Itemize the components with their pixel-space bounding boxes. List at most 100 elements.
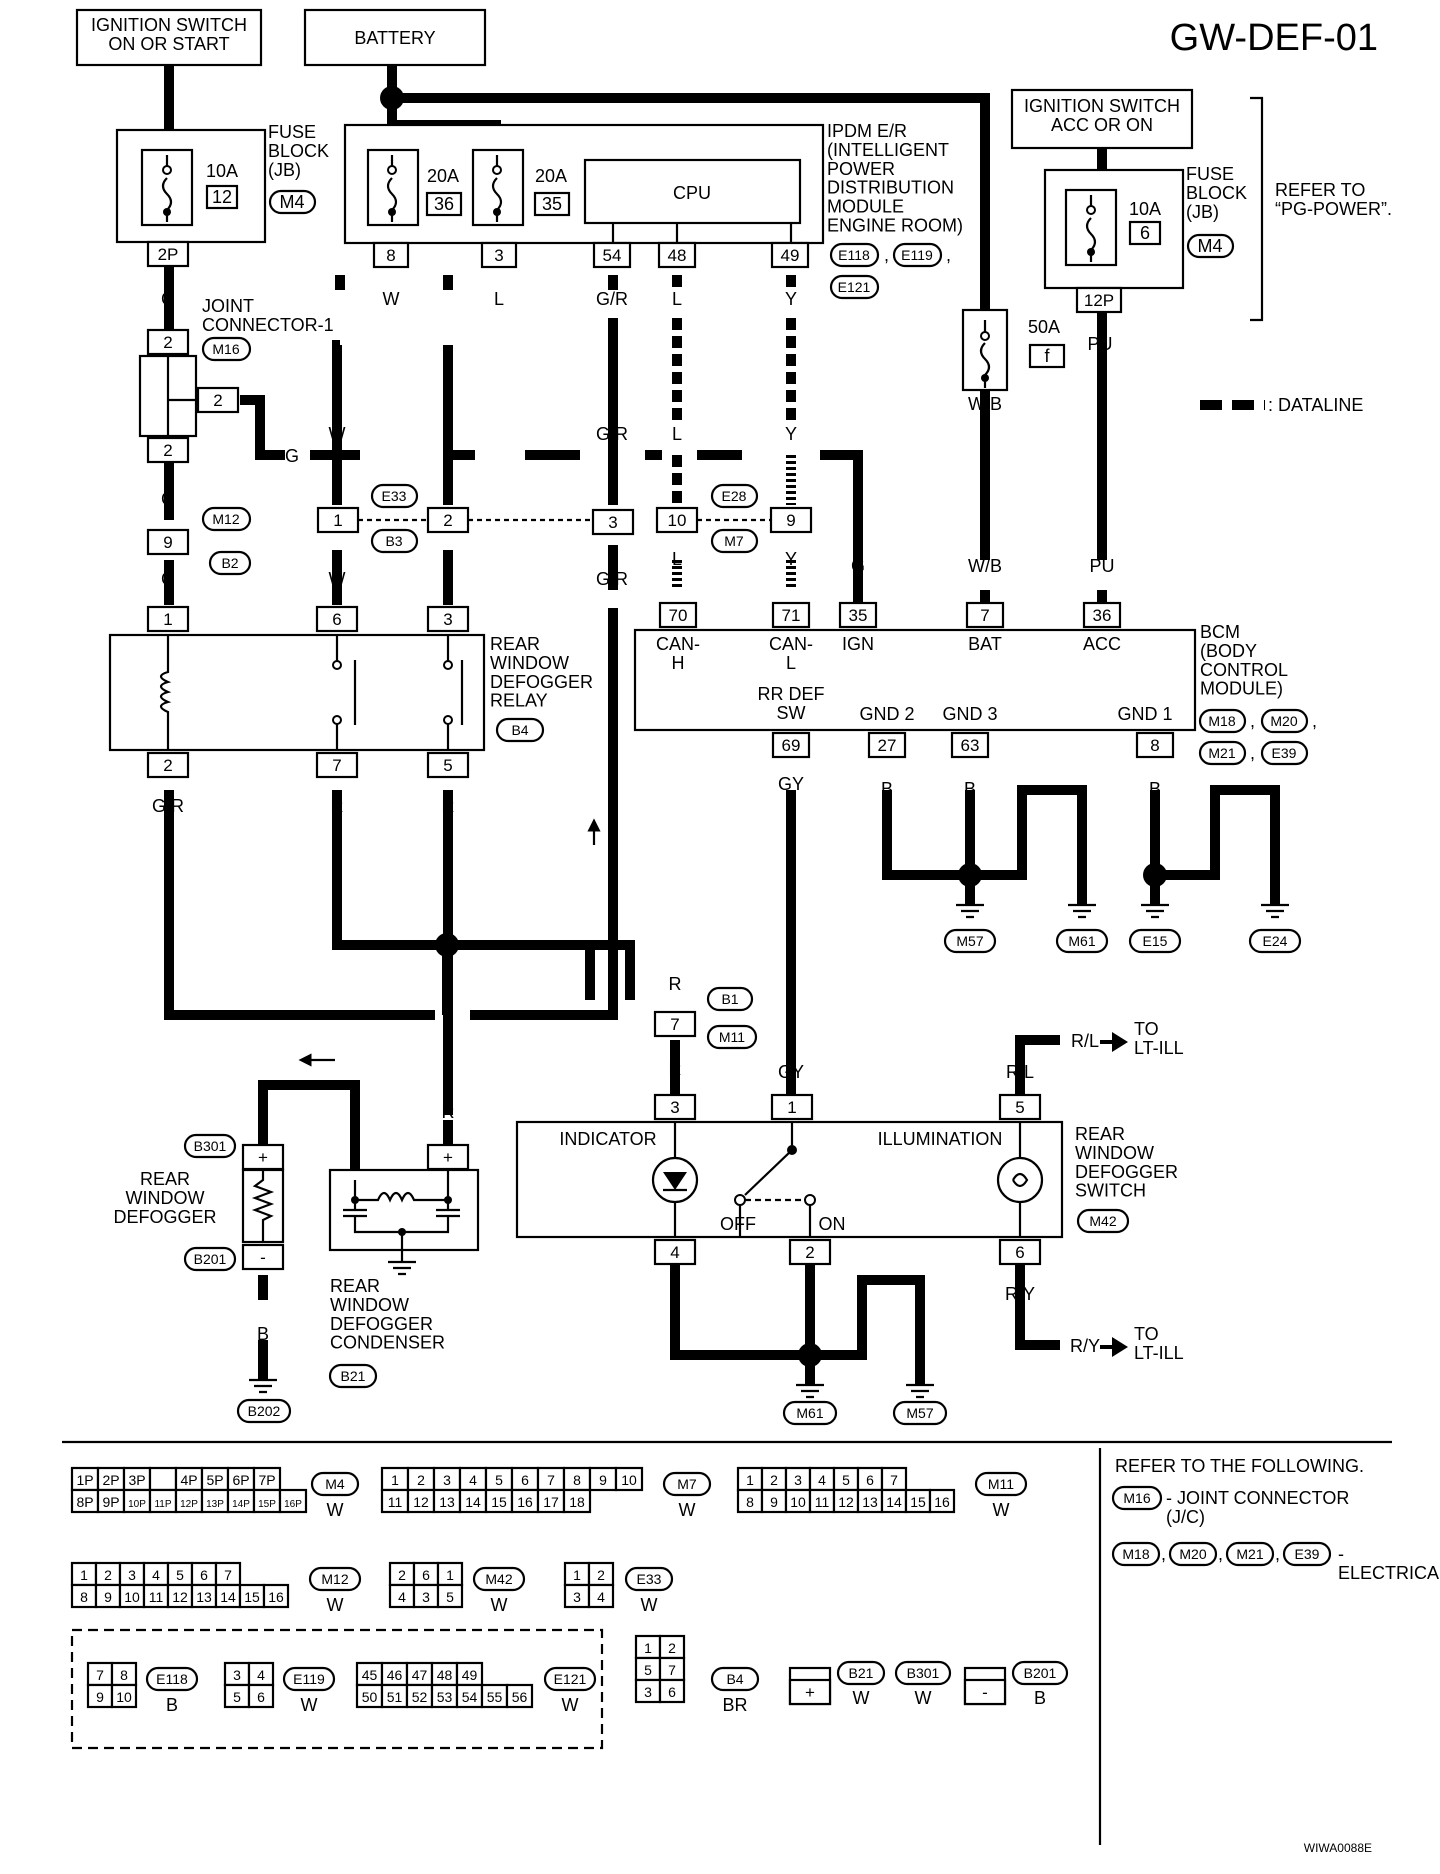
connector-pin-number: 5 [233,1689,241,1705]
svg-text:W: W [915,1688,932,1708]
connector-pin-number: 15 [244,1589,260,1605]
svg-text:M11: M11 [719,1029,745,1045]
wire-color-wb-1: W/B [968,394,1002,414]
svg-text:3: 3 [608,513,617,532]
svg-text:49: 49 [781,246,800,265]
refer-notes: REFER TO THE FOLLOWING. M16 - JOINT CONN… [1111,1456,1440,1583]
wire-color-y-2: Y [785,424,797,444]
connector-pin-number: 8 [573,1472,581,1488]
svg-text:35: 35 [849,606,868,625]
wire-color-b-sw-3: B [856,1294,868,1314]
connector-pin-number: 5 [644,1662,652,1678]
connector-pin-number: 4 [152,1567,160,1583]
connector-pin-number: 3 [644,1684,652,1700]
connector-pin-number: 2 [104,1567,112,1583]
fusible-link-50a: 50A f [961,308,1066,392]
connector-pin-number: 9 [770,1494,778,1510]
svg-text:W: W [562,1695,579,1715]
battery-label: BATTERY [354,28,435,48]
wire-color-wb-2: W/B [968,556,1002,576]
svg-text:2: 2 [163,441,172,460]
fuse-6-num: 6 [1140,223,1150,243]
svg-text:M7: M7 [724,533,744,549]
connector-pin-number: 45 [362,1667,378,1683]
svg-text:E118: E118 [838,247,870,263]
bcm-bottom-pins: 69 27 63 8 [771,731,1175,759]
svg-text:+: + [805,1683,815,1702]
connector-pin-number: 4P [180,1472,197,1488]
svg-text:B2: B2 [221,555,238,571]
connector-pin-number: 9 [104,1589,112,1605]
svg-text:71: 71 [782,606,801,625]
connector-pin-number: 4 [469,1472,477,1488]
svg-text:M57: M57 [906,1405,933,1421]
defogger-switch: 3 1 5 INDICATOR ILLUMINATION OFF ON 4 2 … [515,1093,1178,1266]
connector-pin-number: 7 [224,1567,232,1583]
wires [164,65,1280,1385]
svg-text:,: , [1250,711,1255,731]
svg-text:E39: E39 [1295,1546,1320,1562]
connector-pin-number: 11 [388,1494,403,1510]
wire-color-b-4: B [1076,814,1088,834]
connector-pin-number: 1 [80,1567,88,1583]
connector-pin-number: 1P [76,1472,93,1488]
connector-pin-number: 16 [268,1589,284,1605]
bcm-connectors: M18 , M20 , M21 , E39 [1198,708,1317,766]
wire-color-ry: R/Y [1005,1284,1035,1304]
wire-color-b-def-1: B [257,1102,269,1122]
cpu-label: CPU [673,183,711,203]
connector-pin-number: 9 [599,1472,607,1488]
svg-text:M21: M21 [1236,1546,1263,1562]
wire-color-pu-2: PU [1089,556,1114,576]
figure-id: WIWA0088E [1304,1841,1372,1855]
connector-pin-number: 3 [422,1589,430,1605]
svg-text:8: 8 [1150,736,1159,755]
wire-color-l-6: L [443,569,453,589]
svg-text:- JOINT CONNECTOR(J/C): - JOINT CONNECTOR(J/C) [1166,1488,1349,1527]
ground-b202: B202 [236,1378,292,1424]
dataline-legend: : DATALINE [1200,395,1363,415]
wire-color-gr-2: G/R [596,424,628,444]
svg-text:+: + [258,1148,268,1167]
svg-text:E15: E15 [1143,933,1168,949]
wire-color-r-1: R [331,796,344,816]
connector-pin-number: 4 [597,1589,605,1605]
svg-text:3: 3 [494,246,503,265]
svg-text:E24: E24 [1263,933,1288,949]
svg-text:B21: B21 [341,1368,366,1384]
connector-pin-number: 2 [417,1472,425,1488]
fuse-block-left-pin: 2P [158,245,179,264]
connector-pin-number: 4 [398,1589,406,1605]
svg-text:,: , [1250,743,1255,763]
wire-color-r-cond: R [442,1102,455,1122]
svg-text:9: 9 [786,511,795,530]
svg-text:10: 10 [668,511,687,530]
svg-text:5: 5 [1015,1098,1024,1117]
connector-pin-number: 10 [621,1472,637,1488]
fuse-36-num: 36 [434,194,454,214]
svg-text:B1: B1 [721,991,738,1007]
connector-pin-number: 5 [495,1472,503,1488]
connector-view-b201: - B201 B [963,1660,1069,1708]
wire-color-w-1: W [383,289,400,309]
svg-text:B21: B21 [849,1665,874,1681]
connector-pin-number: 51 [387,1689,403,1705]
connector-pin-number: 15P [258,1499,276,1510]
svg-text:B201: B201 [194,1251,227,1267]
svg-text:M16: M16 [212,341,239,357]
svg-text:27: 27 [878,736,897,755]
svg-text:E33: E33 [637,1571,662,1587]
svg-text:-: - [982,1683,988,1702]
grounds-bcm: M57 M61 E15 E24 [943,903,1302,954]
connector-pin-number: 50 [362,1689,378,1705]
